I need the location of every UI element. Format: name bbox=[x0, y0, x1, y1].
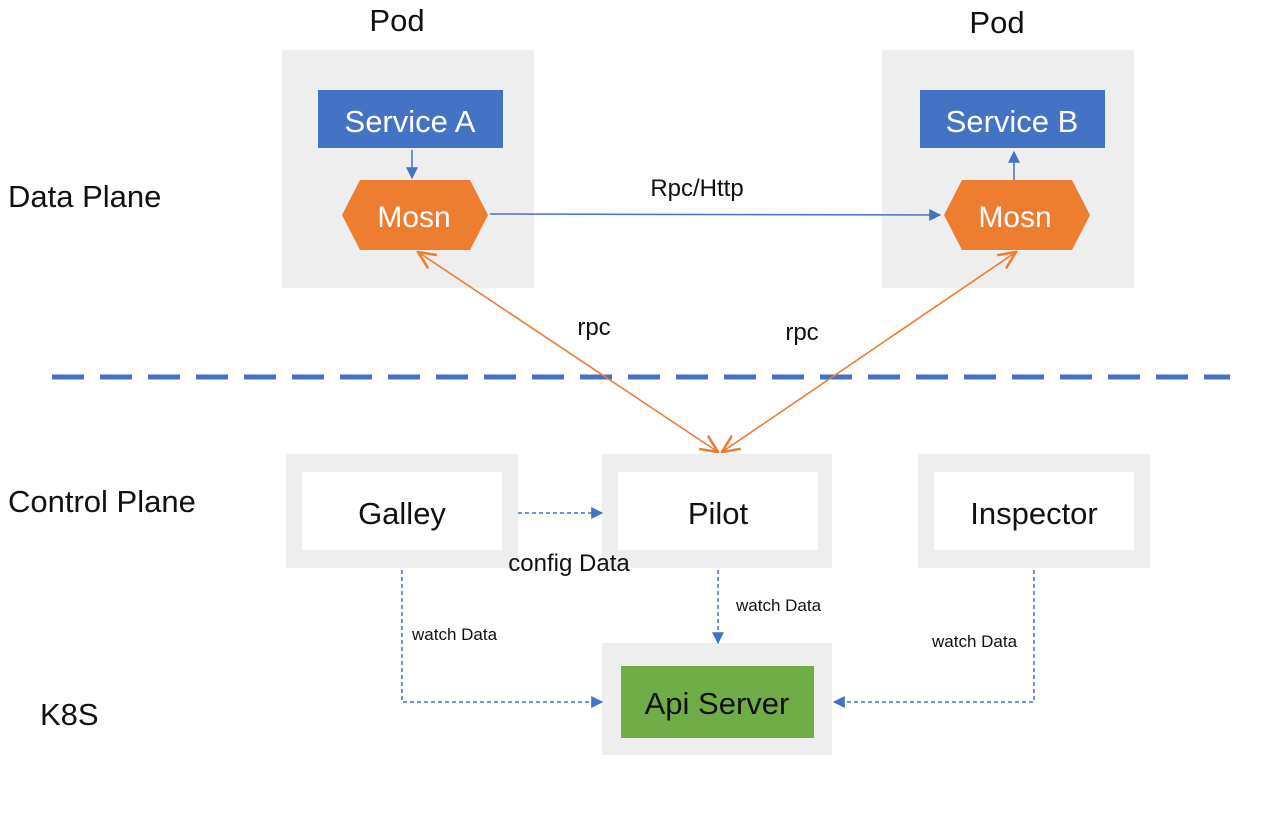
data-plane-label: Data Plane bbox=[8, 179, 161, 214]
pod-left-panel bbox=[282, 50, 534, 288]
galley-watch-arrow bbox=[401, 570, 604, 708]
galley-watch-label: watch Data bbox=[411, 625, 498, 644]
mosn-right-label: Mosn bbox=[978, 201, 1051, 234]
inspector-watch-label: watch Data bbox=[931, 632, 1018, 651]
pilot-box[interactable] bbox=[618, 472, 818, 550]
api-server-label: Api Server bbox=[645, 686, 790, 721]
mosn-left-hexagon[interactable] bbox=[342, 180, 488, 250]
rpc-right-label: rpc bbox=[785, 319, 818, 346]
pod-right-title: Pod bbox=[969, 5, 1024, 40]
inspector-box[interactable] bbox=[934, 472, 1134, 550]
mosn-right-hexagon[interactable] bbox=[944, 180, 1090, 250]
rpc-left-arrow bbox=[418, 252, 718, 452]
rpc-http-label: Rpc/Http bbox=[650, 175, 743, 202]
galley-box[interactable] bbox=[302, 472, 502, 550]
pilot-label: Pilot bbox=[688, 496, 749, 531]
control-plane-label: Control Plane bbox=[8, 484, 196, 519]
mosn-left-label: Mosn bbox=[377, 201, 450, 234]
rpc-right-arrow bbox=[722, 252, 1016, 452]
pilot-watch-label: watch Data bbox=[735, 596, 822, 615]
config-data-label: config Data bbox=[508, 550, 630, 577]
inspector-label: Inspector bbox=[970, 496, 1098, 531]
rpc-left-label: rpc bbox=[577, 314, 610, 341]
k8s-label: K8S bbox=[40, 697, 99, 732]
rpc-http-arrow bbox=[489, 208, 942, 221]
inspector-watch-arrow bbox=[832, 570, 1035, 708]
pod-left-title: Pod bbox=[369, 3, 424, 38]
service-a-label: Service A bbox=[345, 104, 476, 139]
pod-right-panel bbox=[882, 50, 1134, 288]
service-a-box[interactable] bbox=[318, 90, 503, 148]
service-b-label: Service B bbox=[946, 104, 1079, 139]
service-b-box[interactable] bbox=[920, 90, 1105, 148]
api-server-box[interactable] bbox=[621, 666, 814, 738]
galley-label: Galley bbox=[358, 496, 446, 531]
